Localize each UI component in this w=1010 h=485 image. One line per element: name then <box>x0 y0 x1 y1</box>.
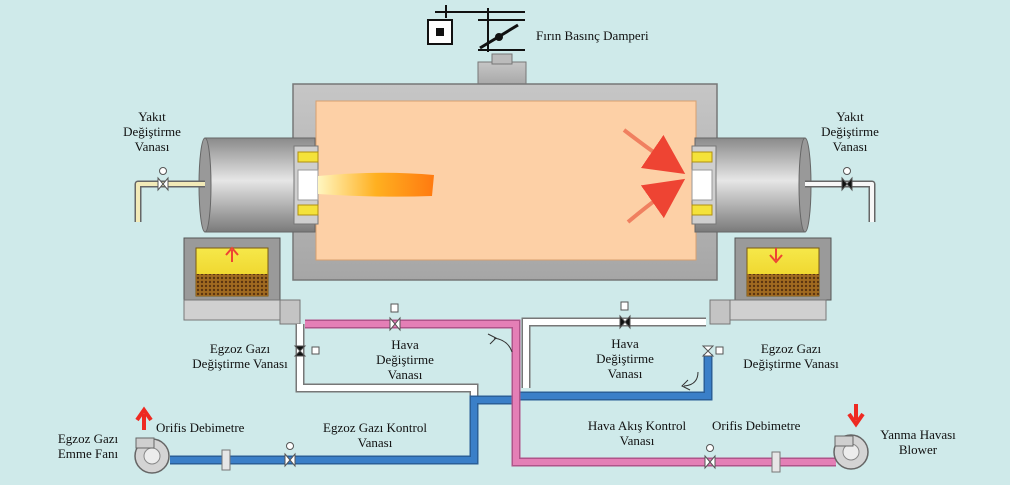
fuel-valve-right-symbol <box>841 167 853 192</box>
air-flow-control-label: Hava Akış Kontrol Vanası <box>587 418 687 448</box>
small-curved-arrows <box>487 333 699 391</box>
flow-arrows <box>622 128 686 224</box>
exhaust-fan-label: Egzoz Gazı Emme Fanı <box>57 431 119 461</box>
air-valve-left-symbol <box>389 303 401 332</box>
damper-assembly <box>427 5 527 87</box>
air-flow-control-valve-symbol <box>704 444 716 470</box>
right-burner <box>691 137 812 233</box>
orifice-left-label: Orifis Debimetre <box>156 420 245 435</box>
air-valve-right-symbol <box>619 301 631 330</box>
exhaust-valve-right-symbol <box>701 345 724 357</box>
left-regenerator <box>183 237 301 325</box>
air-valve-right-label: Hava Değiştirme Vanası <box>596 336 654 381</box>
fuel-lines <box>134 180 876 222</box>
exhaust-control-valve-symbol <box>284 442 296 468</box>
pipe-network <box>170 317 836 467</box>
fuel-valve-left-symbol <box>157 167 169 192</box>
burner-flame <box>318 172 434 197</box>
combustion-blower <box>833 404 869 470</box>
exhaust-fan <box>134 406 170 474</box>
exhaust-valve-left-label: Egzoz Gazı Değiştirme Vanası <box>192 341 288 371</box>
exhaust-control-label: Egzoz Gazı Kontrol Vanası <box>323 420 427 450</box>
right-regenerator <box>709 237 832 325</box>
left-burner <box>198 137 434 233</box>
air-valve-left-label: Hava Değiştirme Vanası <box>376 337 434 382</box>
orifice-meter-left <box>221 449 231 471</box>
exhaust-valve-right-label: Egzoz Gazı Değiştirme Vanası <box>743 341 839 371</box>
exhaust-valve-left-symbol <box>293 345 320 357</box>
orifice-right-label: Orifis Debimetre <box>712 418 801 433</box>
damper-label: Fırın Basınç Damperi <box>536 28 649 43</box>
orifice-meter-right <box>771 451 781 473</box>
blower-label: Yanma Havası Blower <box>880 427 956 457</box>
fuel-valve-left-label: Yakıt Değiştirme Vanası <box>123 109 181 154</box>
fuel-valve-right-label: Yakıt Değiştirme Vanası <box>821 109 879 154</box>
